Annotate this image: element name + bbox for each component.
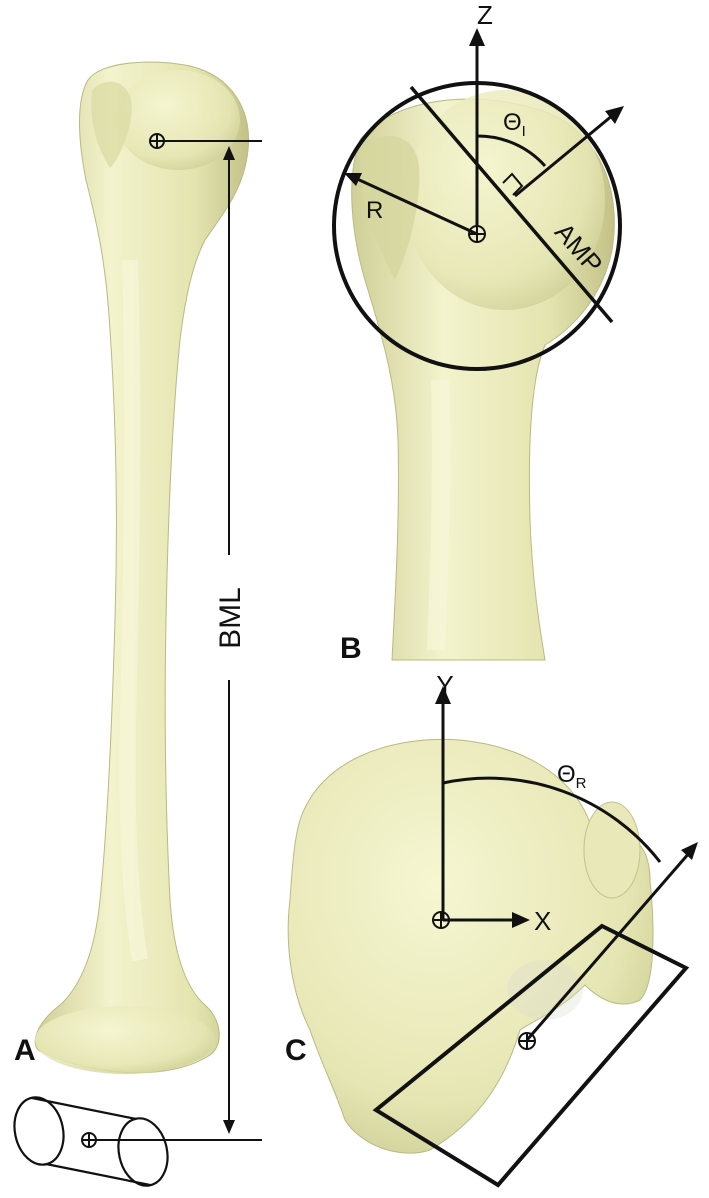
inclination-angle-label: ΘI (503, 109, 526, 140)
inclination-arc (476, 134, 547, 168)
distal-condyle (35, 1006, 215, 1074)
panel-letter-b: B (340, 632, 362, 665)
humerus-bone (34, 61, 250, 1074)
z-axis: Z (469, 0, 493, 226)
greater-tubercle (91, 81, 132, 168)
shaft-highlight (119, 259, 148, 962)
panel-c: Y X ΘR C (285, 670, 698, 1188)
amp-plane-line (409, 85, 614, 324)
head-center-marker-c (518, 1032, 536, 1050)
retroversion-vector (525, 842, 698, 1041)
greater-tubercle-b (359, 136, 420, 280)
panel-a: BML A (13, 61, 262, 1187)
retroversion-arc (442, 776, 662, 863)
epicondyle-bump (507, 960, 583, 1020)
y-axis-label: Y (436, 670, 453, 700)
humeral-head-top (287, 738, 654, 1154)
x-axis: X (443, 906, 551, 936)
articular-rectangle (372, 923, 690, 1188)
head-center-marker-b (468, 225, 486, 243)
origin-marker-c (432, 911, 450, 929)
z-axis-label: Z (477, 0, 493, 30)
bml-dimension: BML (214, 146, 247, 1134)
bml-label: BML (214, 587, 247, 649)
retroversion-angle-label: ΘR (557, 761, 587, 792)
panel-letter-a: A (14, 1034, 36, 1067)
head-center-marker (149, 133, 165, 149)
panel-b: Z AMP ΘI R B (332, 0, 624, 665)
radius-label: R (366, 197, 383, 224)
trochlea-cylinder (13, 1096, 169, 1187)
humeral-head (116, 70, 240, 170)
radius-arrow: R (344, 173, 478, 236)
normal-vector (502, 106, 624, 198)
trochlea-center-marker (81, 1132, 97, 1148)
panel-letter-c: C (285, 1034, 307, 1067)
x-axis-label: X (534, 906, 551, 936)
shaft-highlight-b (427, 379, 450, 651)
y-axis: Y (435, 670, 454, 920)
